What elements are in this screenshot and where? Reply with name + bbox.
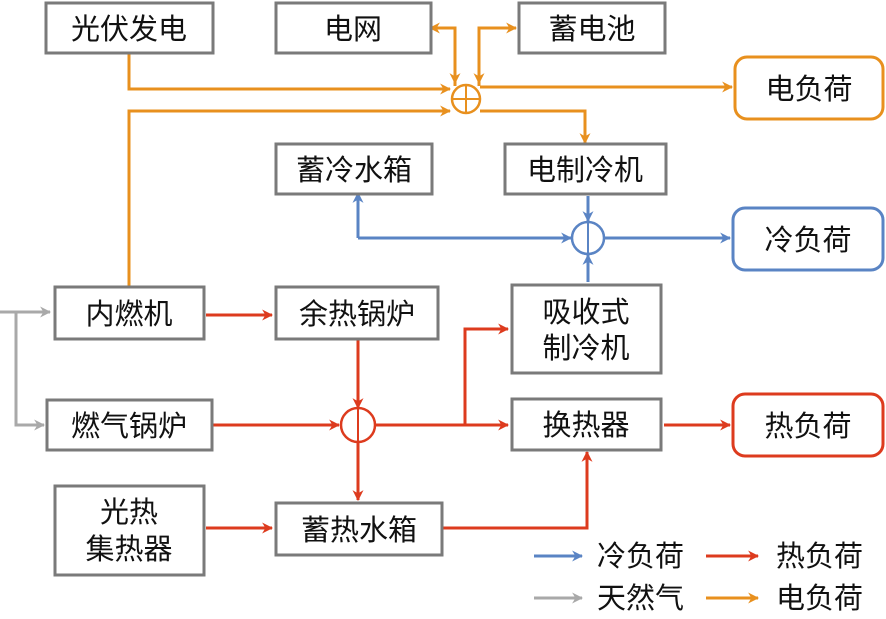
- node-grid-label: 电网: [324, 12, 382, 46]
- edge-bus-to-battery: [477, 22, 518, 86]
- heat-flows: [206, 309, 732, 534]
- edge-heat-storage-to-heat-exchanger: [442, 450, 593, 530]
- legend-item-electric: 电负荷: [706, 581, 863, 615]
- legend-item-cold: 冷负荷: [534, 539, 684, 573]
- node-battery: 蓄电池: [517, 1, 667, 55]
- node-absorption-chiller: 吸收式 制冷机: [510, 283, 663, 375]
- edge-gas-to-gas-boiler: [14, 312, 46, 431]
- legend-label-cold: 冷负荷: [597, 539, 684, 573]
- node-elec-chiller-label: 电制冷机: [527, 153, 643, 187]
- legend-item-heat: 热负荷: [706, 539, 863, 573]
- node-solar-collector-label-1: 光热: [100, 495, 158, 529]
- node-solar-collector-label-2: 集热器: [85, 532, 172, 566]
- node-heat-storage-label: 蓄热水箱: [301, 513, 417, 547]
- edge-pv-to-bus: [127, 53, 452, 95]
- node-gas-boiler-label: 燃气锅炉: [71, 409, 187, 443]
- electric-flows: [127, 22, 734, 287]
- node-waste-heat-boiler: 余热锅炉: [274, 285, 440, 341]
- node-gas-boiler: 燃气锅炉: [45, 398, 214, 452]
- node-cold-load: 冷负荷: [731, 206, 885, 272]
- node-ice-label: 内燃机: [85, 297, 172, 331]
- node-cold-storage-label: 蓄冷水箱: [296, 153, 412, 187]
- node-heat-exchanger: 换热器: [510, 397, 663, 452]
- node-pv: 光伏发电: [44, 1, 215, 55]
- gas-flows: [0, 306, 52, 431]
- node-heat-load: 热负荷: [731, 392, 885, 458]
- legend-label-electric: 电负荷: [776, 581, 863, 615]
- edge-heat-bus-to-absorption-chiller: [463, 323, 510, 425]
- edge-ice-to-bus: [127, 105, 452, 287]
- legend-label-heat: 热负荷: [776, 539, 863, 573]
- node-elec-load-label: 电负荷: [765, 72, 852, 106]
- edge-bus-to-elec-chiller: [480, 109, 591, 145]
- cold-flows: [352, 191, 732, 282]
- node-elec-load: 电负荷: [733, 55, 885, 121]
- node-pv-label: 光伏发电: [71, 12, 187, 46]
- node-battery-label: 蓄电池: [548, 12, 635, 46]
- node-solar-collector: 光热 集热器: [53, 484, 206, 577]
- node-grid: 电网: [274, 1, 433, 55]
- node-absorption-chiller-label-1: 吸收式: [542, 295, 629, 329]
- node-heat-storage: 蓄热水箱: [274, 501, 444, 557]
- legend-label-gas: 天然气: [597, 581, 684, 615]
- node-ice: 内燃机: [53, 285, 206, 341]
- node-cold-load-label: 冷负荷: [764, 223, 851, 257]
- legend: 冷负荷 热负荷 天然气 电负荷: [534, 539, 863, 615]
- node-elec-chiller: 电制冷机: [503, 142, 668, 196]
- node-cold-storage: 蓄冷水箱: [274, 142, 434, 196]
- node-heat-exchanger-label: 换热器: [542, 408, 629, 442]
- node-waste-heat-boiler-label: 余热锅炉: [299, 297, 415, 331]
- node-absorption-chiller-label-2: 制冷机: [542, 331, 629, 365]
- legend-item-gas: 天然气: [534, 581, 684, 615]
- node-heat-load-label: 热负荷: [764, 409, 851, 443]
- edge-bus-to-grid: [428, 22, 457, 86]
